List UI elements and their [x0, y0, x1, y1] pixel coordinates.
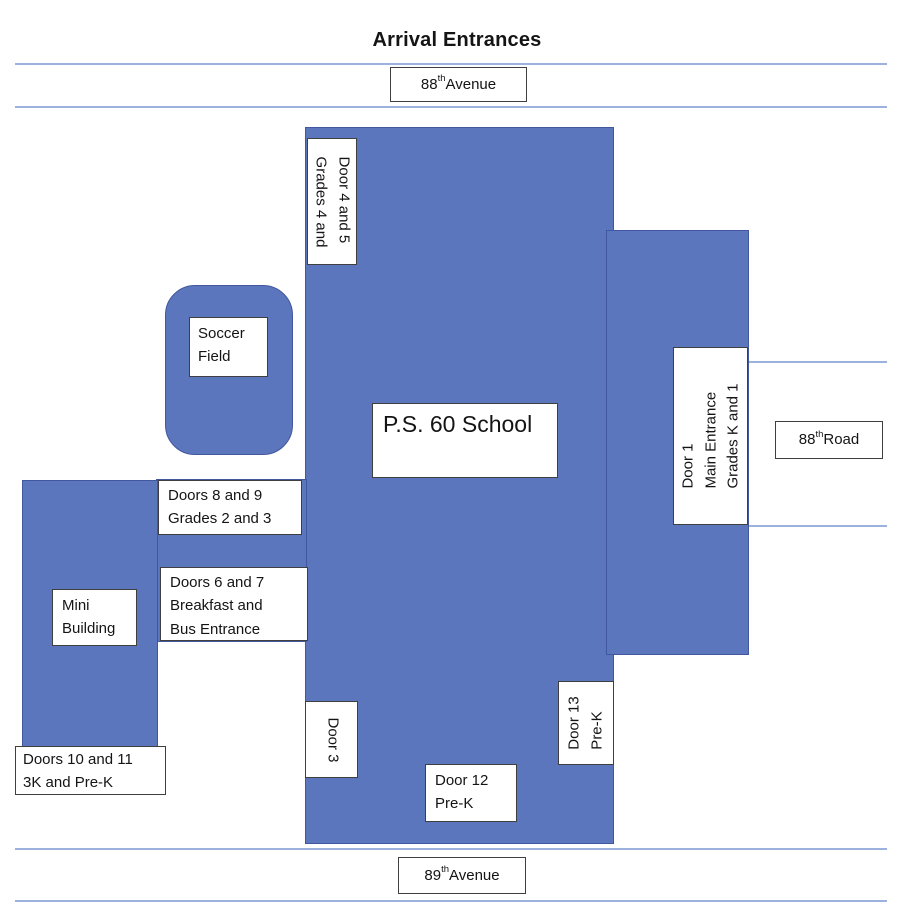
avenue-89-ordinal: th	[441, 864, 449, 876]
door-1-line-2: Main Entrance	[701, 391, 719, 489]
avenue-88-road-line-south	[15, 106, 887, 108]
mini-building-label: Mini Building	[52, 589, 137, 646]
door-4-5-text: Door 4 and 5 Grades 4 and	[310, 156, 355, 247]
doors-6-7-label: Doors 6 and 7 Breakfast and Bus Entrance	[160, 567, 308, 641]
door-12-line-1: Door 12	[435, 772, 489, 789]
doors-6-7-line-2: Breakfast and	[170, 597, 263, 615]
avenue-89-number: 89	[424, 866, 442, 884]
road-88-name: Road	[823, 431, 860, 449]
door-12-line-2: Pre-K	[435, 795, 474, 813]
doors-10-11-line-1: Doors 10 and 11	[23, 751, 133, 768]
door-13-label: Door 13 Pre-K	[558, 681, 614, 765]
mini-building-line-1: Mini	[62, 597, 90, 614]
soccer-field-line-2: Field	[198, 348, 231, 366]
avenue-88-number: 88	[420, 75, 438, 93]
avenue-89-road-line-south	[15, 900, 887, 902]
doors-8-9-label: Doors 8 and 9 Grades 2 and 3	[158, 480, 302, 535]
door-4-5-label: Door 4 and 5 Grades 4 and	[307, 138, 357, 265]
avenue-88-name: Avenue	[445, 75, 497, 93]
doors-10-11-line-2: 3K and Pre-K	[23, 774, 114, 792]
school-name-label: P.S. 60 School	[372, 403, 558, 478]
soccer-field-label: Soccer Field	[189, 317, 268, 377]
avenue-88-road-line-north	[15, 63, 887, 65]
door-12-label: Door 12 Pre-K	[425, 764, 517, 822]
road-88-number: 88	[798, 431, 816, 449]
road-88-line-north	[749, 361, 887, 363]
doors-8-9-line-2: Grades 2 and 3	[168, 510, 272, 528]
mini-building-line-2: Building	[62, 620, 116, 638]
avenue-89-road-line-north	[15, 848, 887, 850]
doors-8-9-line-1: Doors 8 and 9	[168, 487, 263, 504]
page-title: Arrival Entrances	[372, 29, 542, 51]
doors-10-11-label: Doors 10 and 11 3K and Pre-K	[15, 746, 166, 795]
door-1-text: Door 1 Main Entrance Grades K and 1	[677, 383, 745, 488]
soccer-field-line-1: Soccer	[198, 325, 245, 342]
road-88-ordinal: th	[815, 428, 824, 440]
door-13-line-2: Pre-K	[588, 711, 605, 750]
doors-6-7-line-3: Bus Entrance	[170, 620, 261, 638]
road-88-line-south	[749, 525, 887, 527]
door-3-text: Door 3	[320, 717, 343, 762]
door-13-text: Door 13 Pre-K	[564, 696, 609, 749]
doors-6-7-line-1: Doors 6 and 7	[170, 574, 265, 591]
door-13-line-1: Door 13	[565, 696, 583, 750]
school-name-text: P.S. 60 School	[383, 411, 533, 437]
door-3-line-1: Door 3	[323, 716, 341, 763]
door-4-5-line-1: Door 4 and 5	[335, 156, 353, 243]
door-1-main-entrance-label: Door 1 Main Entrance Grades K and 1	[673, 347, 748, 525]
door-4-5-line-2: Grades 4 and	[313, 156, 330, 247]
avenue-88-ordinal: th	[437, 73, 446, 85]
door-3-label: Door 3	[305, 701, 358, 778]
door-1-line-3: Grades K and 1	[723, 383, 741, 489]
avenue-89-name: Avenue	[449, 866, 500, 884]
door-1-line-1: Door 1	[678, 443, 696, 489]
